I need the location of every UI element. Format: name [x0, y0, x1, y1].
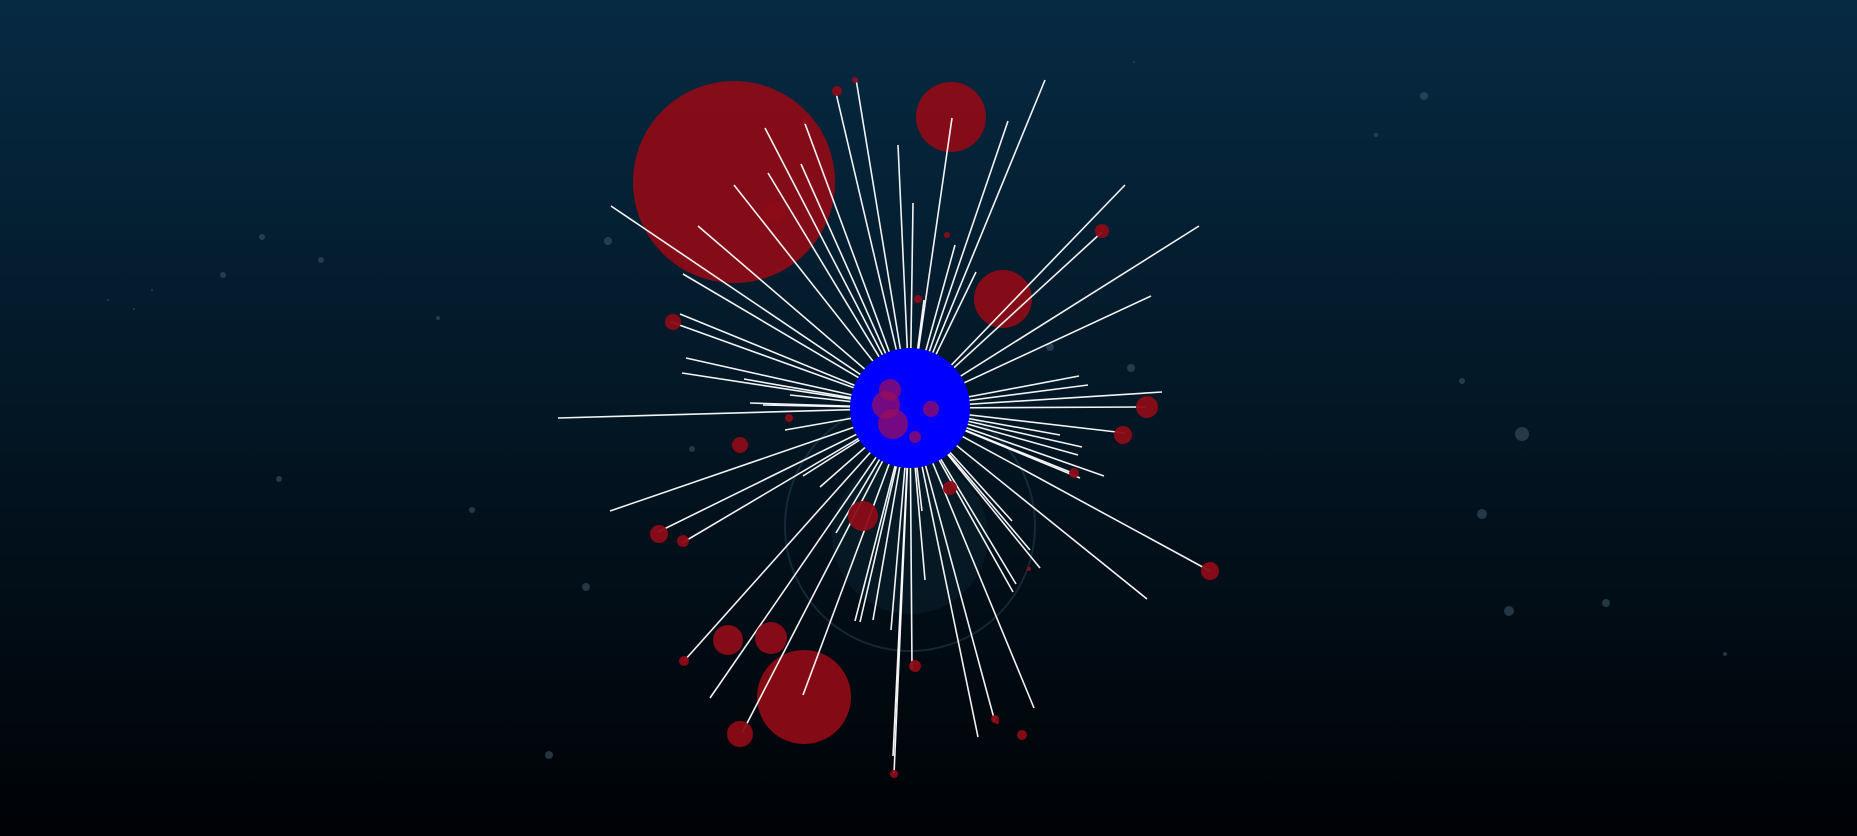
- enemy-orb-small: [713, 625, 743, 655]
- enemy-orb-small: [677, 535, 689, 547]
- enemy-orb-small: [1114, 426, 1132, 444]
- enemy-orb-large: [757, 650, 851, 744]
- enemy-orb-small: [1017, 730, 1027, 740]
- dust-particle: [133, 308, 135, 310]
- small-enemy-orbs: [650, 77, 1219, 778]
- dust-particle: [1046, 343, 1054, 351]
- dust-particle: [1374, 133, 1378, 137]
- enemy-orb-small: [1201, 562, 1219, 580]
- core-sphere: [850, 348, 970, 468]
- dust-particle: [689, 446, 695, 452]
- enemy-orb-small: [852, 77, 858, 83]
- dust-particle: [1477, 509, 1487, 519]
- enemy-orb-small: [665, 314, 681, 330]
- dust-particle: [1515, 427, 1529, 441]
- player-core[interactable]: [850, 348, 970, 468]
- dust-particle: [151, 289, 153, 291]
- enemy-orb-small: [732, 437, 748, 453]
- dust-particle: [604, 237, 612, 245]
- enemy-orb-small: [890, 770, 898, 778]
- core-damage-spot: [878, 409, 908, 439]
- dust-particle: [582, 583, 590, 591]
- dust-particle: [1723, 652, 1727, 656]
- enemy-orb-small: [995, 720, 999, 724]
- dust-particle: [1602, 599, 1610, 607]
- enemy-orb-small: [764, 201, 786, 223]
- enemy-orb-large: [633, 81, 835, 283]
- enemy-orb-small: [832, 86, 842, 96]
- dust-particle: [436, 316, 440, 320]
- large-enemy-orbs: [633, 81, 1032, 744]
- enemy-orb-small: [785, 414, 793, 422]
- enemy-orb-small: [943, 481, 957, 495]
- dust-particle: [545, 751, 553, 759]
- laser-ray: [610, 205, 911, 409]
- dust-particle: [318, 257, 324, 263]
- core-damage-spot: [923, 401, 939, 417]
- dust-particle: [107, 299, 109, 301]
- enemy-orb-small: [1027, 567, 1031, 571]
- enemy-orb-small: [909, 660, 921, 672]
- dust-particle: [1133, 61, 1135, 63]
- dust-particle: [259, 234, 265, 240]
- dust-particle: [276, 476, 282, 482]
- enemy-orb-small: [727, 721, 753, 747]
- dust-particle: [1504, 606, 1514, 616]
- enemy-orb-small: [802, 116, 810, 124]
- enemy-orb-small: [848, 501, 878, 531]
- dust-particle: [1127, 364, 1135, 372]
- enemy-orb-small: [1136, 396, 1158, 418]
- enemy-orb-small: [755, 622, 787, 654]
- enemy-orb-large: [916, 82, 986, 152]
- enemy-orb-small: [650, 525, 668, 543]
- enemy-orb-small: [1069, 468, 1079, 478]
- dust-particle: [220, 272, 226, 278]
- dust-particles: [107, 61, 1727, 759]
- dust-particle: [1420, 92, 1428, 100]
- enemy-orb-large: [974, 270, 1032, 328]
- enemy-orb-small: [914, 295, 922, 303]
- enemy-orb-small: [944, 232, 950, 238]
- enemy-orb-small: [679, 656, 689, 666]
- core-damage-spot: [909, 431, 921, 443]
- dust-particle: [1459, 378, 1465, 384]
- laser-ray: [893, 407, 911, 775]
- enemy-orb-small: [1095, 224, 1109, 238]
- dust-particle: [469, 507, 475, 513]
- laser-ray: [741, 407, 911, 734]
